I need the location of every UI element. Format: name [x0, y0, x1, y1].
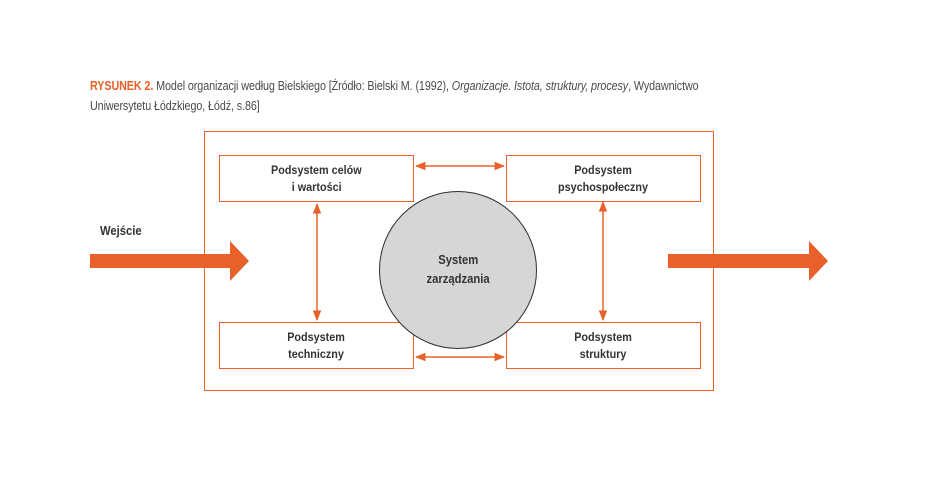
management-line-1: System — [437, 253, 479, 267]
psycho-line-2: psychospołeczny — [558, 179, 649, 194]
caption-title-italic: Organizacje. Istota, struktury, procesy — [451, 79, 629, 93]
figure-caption: RYSUNEK 2. Model organizacji według Biel… — [90, 76, 744, 116]
management-system-circle: System zarządzania — [379, 191, 537, 349]
structure-subsystem: Podsystem struktury — [506, 322, 701, 369]
caption-text-1: Model organizacji według Bielskiego [Źró… — [153, 79, 452, 93]
technical-line-2: techniczny — [288, 346, 345, 361]
figure-label: RYSUNEK 2. — [90, 79, 154, 93]
output-arrow — [668, 241, 828, 281]
psychosocial-subsystem: Podsystem psychospołeczny — [506, 155, 701, 202]
goals-values-subsystem: Podsystem celów i wartości — [219, 155, 414, 202]
psycho-line-1: Podsystem — [574, 162, 633, 177]
goals-line-1: Podsystem celów — [271, 162, 362, 177]
caption-text-2: , Wydawnictwo Uniwersytetu Łódzkiego, Łó… — [90, 79, 699, 113]
management-line-2: zarządzania — [426, 272, 490, 286]
input-arrow — [90, 241, 249, 281]
technical-line-1: Podsystem — [287, 329, 346, 344]
structure-line-2: struktury — [580, 346, 627, 361]
structure-line-1: Podsystem — [574, 329, 633, 344]
input-label: Wejście — [100, 224, 142, 238]
technical-subsystem: Podsystem techniczny — [219, 322, 414, 369]
goals-line-2: i wartości — [291, 179, 342, 194]
